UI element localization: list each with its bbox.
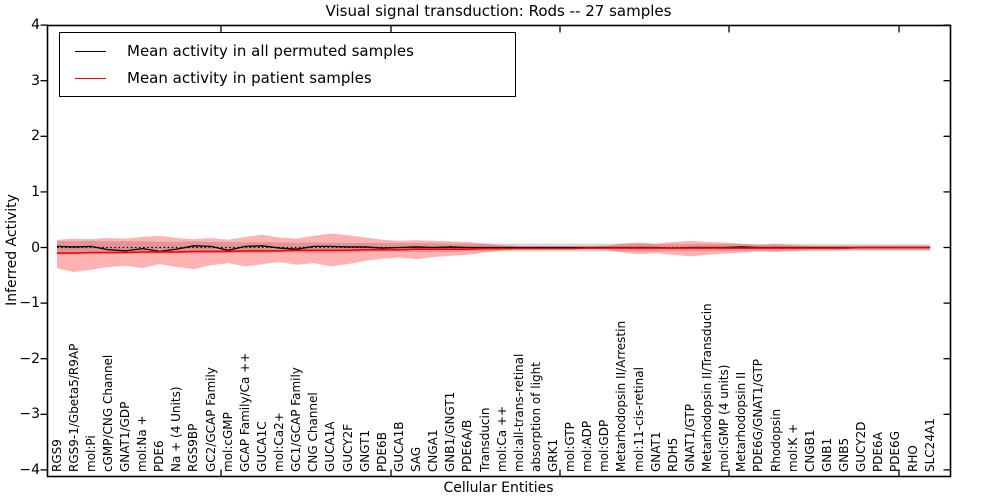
x-axis-label: GC2/GCAP Family [203,367,218,472]
x-axis-label: mol:all-trans-retinal [511,353,526,472]
y-tick-label: 1 [31,183,40,200]
x-axis-label: mol:GTP [563,422,578,472]
y-tick-label: 4 [31,17,40,34]
x-axis-label: SAG [409,446,424,472]
y-tick-label: −4 [19,461,40,478]
x-axis-label: PDE6A/B [460,419,475,472]
x-axis-label: GNAT1/GDP [117,401,132,472]
axes-frame [46,24,952,478]
x-axis-title: Cellular Entities [443,480,554,496]
x-axis-label: Metarhodopsin II/Transducin [700,303,715,472]
x-axis-label: mol:GMP (4 units) [717,364,732,472]
legend-label-permuted: Mean activity in all permuted samples [127,42,414,60]
black-line-swatch-icon [75,50,106,52]
x-axis-label: cGMP/CNG Channel [100,354,115,472]
x-axis-label: PDE6G/GNAT1/GTP [751,358,766,472]
x-axis-label: RGS9-1/Gbeta5/R9AP [66,343,81,472]
x-axis-label: CNGA1 [426,429,441,473]
x-axis-label: mol:Ca2+ [272,412,287,472]
x-axis-label: GNGT1 [357,429,372,472]
x-axis-label: RDH5 [665,437,680,472]
permuted-mean-line [57,246,931,254]
x-axis-label: RHO [905,445,920,472]
y-tick-label: −1 [19,295,40,312]
x-axis-label: mol:Na + [135,415,150,472]
x-axis-label: GUCA1B [391,421,406,472]
x-axis-label: PDE6B [374,432,389,472]
x-axis-label: GNAT1/GTP [682,404,697,472]
x-axis-label: Metarhodopsin II/Arrestin [614,320,629,472]
x-axis-label: GUCA1C [254,421,269,472]
x-axis-label: CNG Channel [306,392,321,472]
x-axis-label: GNAT1 [648,431,663,472]
x-axis-label: GCAP Family/Ca ++ [237,352,252,472]
x-axis-label: Na + (4 Units) [169,386,184,472]
x-axis-label: absorption of light [528,362,543,472]
x-axis-label: Transducin [477,407,492,472]
x-axis-label: mol:11-cis-retinal [631,367,646,472]
x-axis-label: GNB5 [837,437,852,472]
x-axis-label: GRK1 [545,438,560,472]
y-tick-label: 3 [31,72,40,89]
x-axis-label: Rhodopsin [768,408,783,472]
legend-label-patient: Mean activity in patient samples [127,69,372,87]
x-axis-label: PDE6 [152,440,167,472]
patient-range-band [57,233,931,272]
x-axis-label: GNB1 [819,437,834,472]
x-axis-label: mol:K + [785,423,800,472]
x-axis-label: GNB1/GNGT1 [443,391,458,472]
x-axis-label: GUCY2D [854,421,869,472]
x-axis-label: GC1/GCAP Family [289,367,304,472]
x-axis-label: GUCA1A [323,421,338,472]
x-axis-label: mol:GDP [597,419,612,472]
x-axis-label: CNGB1 [802,429,817,472]
y-tick-label: 0 [31,239,40,256]
x-axis-label: PDE6G [888,431,903,472]
y-tick-label: −2 [19,350,40,367]
x-axis-label: mol:ADP [580,420,595,472]
x-axis-label: RGS9 [49,439,64,472]
legend-item-patient: Mean activity in patient samples [75,69,515,87]
chart-title: Visual signal transduction: Rods -- 27 s… [325,2,672,20]
x-axis-label: Metarhodopsin II [734,371,749,472]
legend: Mean activity in all permuted samples Me… [59,32,516,97]
x-axis-label: mol:Pi [83,435,98,472]
y-tick-label: 2 [31,128,40,145]
x-axis-label: SLC24A1 [922,418,937,472]
x-axis-label: PDE6A [871,432,886,472]
x-axis-label: RGS9BP [186,423,201,472]
x-axis-label: GUCY2F [340,423,355,472]
red-line-swatch-icon [75,77,106,79]
y-tick-label: −3 [19,406,40,423]
legend-item-permuted: Mean activity in all permuted samples [75,42,515,60]
x-axis-label: mol:Ca ++ [494,405,509,472]
x-axis-label: mol:cGMP [220,412,235,472]
